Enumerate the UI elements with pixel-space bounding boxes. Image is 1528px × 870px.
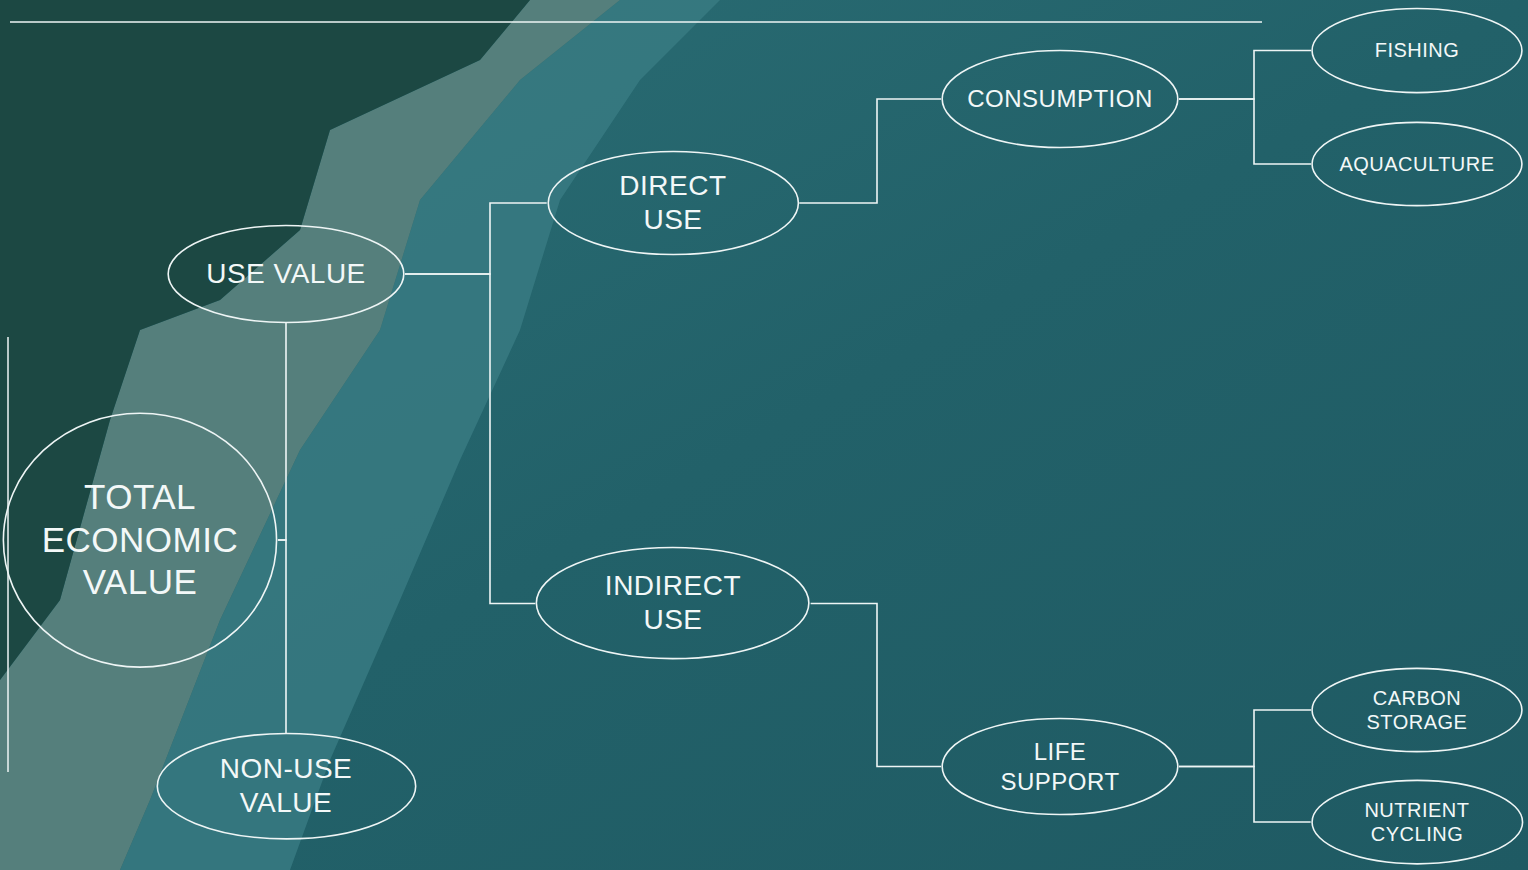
service-ellipse: LIFE SUPPORT [941,718,1179,815]
ellipse-outline [3,413,276,667]
node-label: NON-USE VALUE [211,752,361,820]
ellipse-outline [168,225,404,322]
node-label: NUTRIENT CYCLING [1352,798,1482,847]
tree-connector [1179,51,1311,100]
node-label: DIRECT USE [603,169,743,237]
label-group: NON-USE VALUE [211,752,361,820]
tree-connector [799,99,941,203]
label-group: INDIRECT USE [588,569,758,637]
ellipse-outline [1312,668,1522,751]
ellipse-outline [942,718,1178,814]
ellipse-outline [548,151,798,254]
node-label: FISHING [1375,38,1460,62]
ellipse-outline [156,733,417,839]
node-label: INDIRECT USE [588,569,758,637]
example-ellipse: FISHING [1311,8,1523,93]
example-ellipse: AQUACULTURE [1311,122,1523,206]
ellipse-outline [535,547,810,659]
node-label: USE VALUE [206,257,366,291]
tree-connector [1179,710,1311,767]
ellipse-outline [1311,668,1523,752]
tree-connector [1179,767,1311,823]
top-rule [10,21,1262,23]
label-group: FISHING [1375,38,1460,62]
category-ellipse: USE VALUE [167,225,405,323]
category-ellipse: NON-USE VALUE [156,733,417,839]
label-group: CARBON STORAGE [1357,686,1477,735]
tree-connector [1179,99,1311,164]
label-group: AQUACULTURE [1339,152,1494,176]
node-label: AQUACULTURE [1339,152,1494,176]
ellipse-outline [537,548,809,659]
category-ellipse: DIRECT USE [547,151,800,255]
label-group: TOTAL ECONOMIC VALUE [37,476,242,604]
ellipse-outline [1312,122,1522,205]
node-label: CONSUMPTION [967,84,1153,113]
label-group: USE VALUE [206,257,366,291]
forest [0,0,530,680]
example-ellipse: CARBON STORAGE [1311,668,1523,752]
label-group: DIRECT USE [603,169,743,237]
ellipse-outline [1312,8,1522,92]
node-label: CARBON STORAGE [1357,686,1477,735]
node-label: TOTAL ECONOMIC VALUE [37,476,242,604]
label-group: CONSUMPTION [967,84,1153,113]
total-value-circle: TOTAL ECONOMIC VALUE [2,412,278,668]
ellipse-outline [1311,780,1524,864]
tree-connector [278,540,286,733]
beach [0,0,620,870]
example-ellipse: NUTRIENT CYCLING [1311,780,1524,864]
category-ellipse: INDIRECT USE [535,547,810,659]
label-group: NUTRIENT CYCLING [1352,798,1482,847]
ellipse-outline [1312,780,1523,863]
node-label: LIFE SUPPORT [990,737,1130,796]
label-group: LIFE SUPPORT [990,737,1130,796]
ellipse-outline [941,718,1179,815]
tree-connector [811,604,941,767]
ellipse-outline [942,50,1178,147]
service-ellipse: CONSUMPTION [941,50,1179,148]
tree-connector [405,203,547,274]
tree-connector [278,323,286,540]
ellipse-outline [157,734,415,839]
ellipse-outline [547,151,800,255]
tree-connector [405,274,535,604]
left-rule [7,337,9,772]
